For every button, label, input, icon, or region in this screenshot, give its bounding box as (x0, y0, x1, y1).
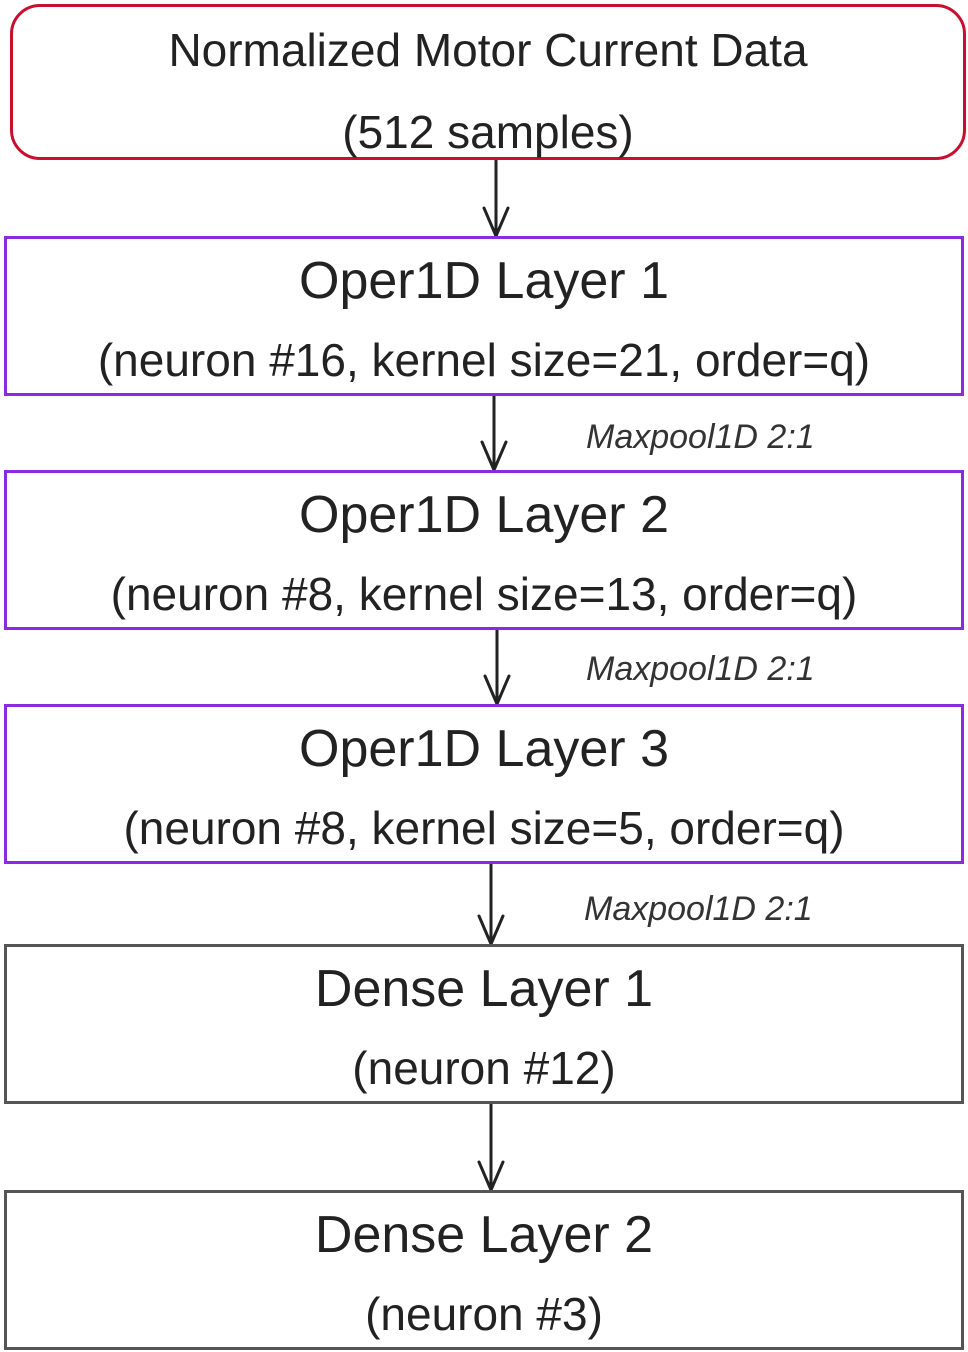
oper1d-layer-3-params: (neuron #8, kernel size=5, order=q) (123, 802, 845, 854)
dense-layer-1-title: Dense Layer 1 (314, 960, 654, 1018)
oper1d-layer-1-title: Oper1D Layer 1 (299, 252, 669, 310)
dense-layer-2-title: Dense Layer 2 (314, 1206, 654, 1264)
input-data-box: Normalized Motor Current Data (512 sampl… (10, 4, 966, 160)
dense-layer-2-box: Dense Layer 2 (neuron #3) (4, 1190, 964, 1350)
oper1d-layer-1-params: (neuron #16, kernel size=21, order=q) (97, 334, 871, 386)
oper1d-layer-3-box: Oper1D Layer 3 (neuron #8, kernel size=5… (4, 704, 964, 864)
input-subtitle: (512 samples) (342, 106, 634, 158)
arrow-input-to-oper1 (482, 158, 510, 238)
arrow-dense1-to-dense2 (477, 1102, 505, 1192)
maxpool-label-1: Maxpool1D 2:1 (586, 418, 815, 456)
maxpool-label-2: Maxpool1D 2:1 (586, 650, 815, 688)
oper1d-layer-3-title: Oper1D Layer 3 (299, 720, 669, 778)
oper1d-layer-2-params: (neuron #8, kernel size=13, order=q) (110, 568, 858, 620)
dense-layer-1-box: Dense Layer 1 (neuron #12) (4, 944, 964, 1104)
oper1d-layer-1-box: Oper1D Layer 1 (neuron #16, kernel size=… (4, 236, 964, 396)
dense-layer-1-params: (neuron #12) (352, 1042, 616, 1094)
arrow-oper3-to-dense1 (477, 860, 505, 946)
arrow-oper1-to-oper2 (480, 394, 508, 472)
oper1d-layer-2-box: Oper1D Layer 2 (neuron #8, kernel size=1… (4, 470, 964, 630)
dense-layer-2-params: (neuron #3) (365, 1288, 603, 1340)
arrow-oper2-to-oper3 (483, 628, 511, 706)
input-title: Normalized Motor Current Data (168, 24, 808, 76)
maxpool-label-3: Maxpool1D 2:1 (584, 890, 813, 928)
oper1d-layer-2-title: Oper1D Layer 2 (299, 486, 669, 544)
